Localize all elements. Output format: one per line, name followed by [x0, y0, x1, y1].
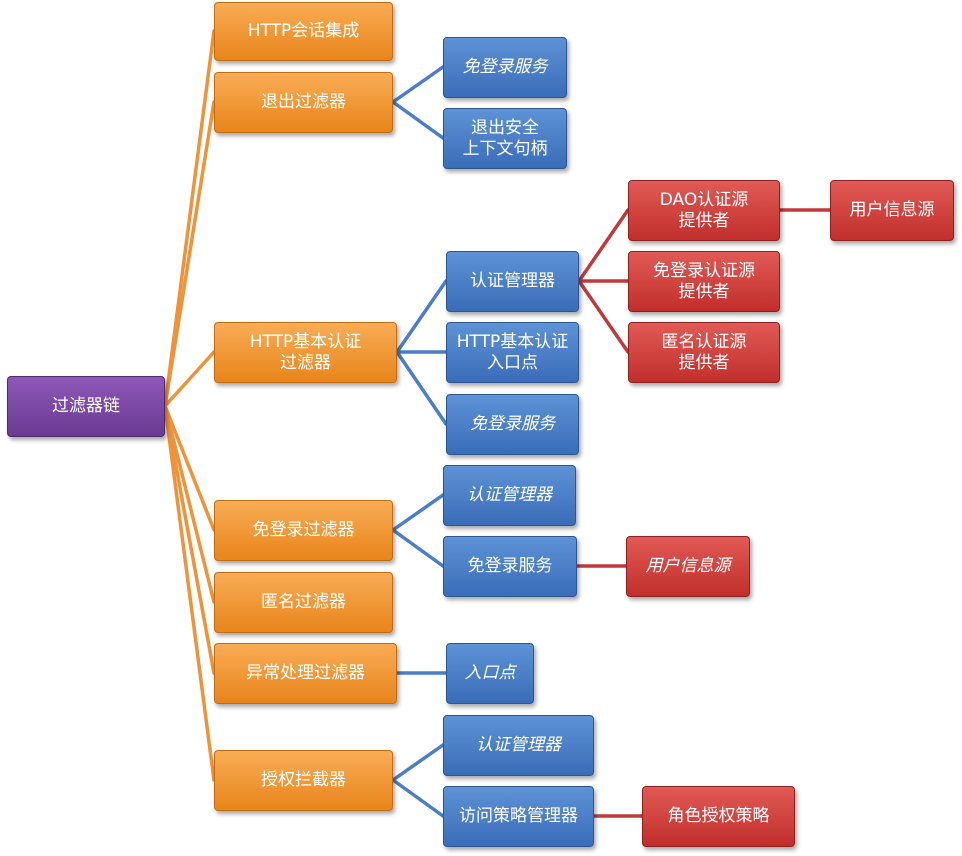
node-label: HTTP基本认证 入口点: [456, 331, 569, 373]
node-label: 免登录服务: [467, 556, 553, 576]
node-remember-me-auth-provider[interactable]: 免登录认证源 提供者: [628, 251, 780, 312]
node-label: 免登录服务: [462, 57, 548, 77]
node-label: 退出安全 上下文句柄: [462, 117, 548, 159]
node-label: 认证管理器: [476, 735, 561, 755]
node-dao-user-details-service[interactable]: 用户信息源: [830, 180, 954, 241]
provider-connectors: [575, 208, 832, 818]
node-basic-auth-manager[interactable]: 认证管理器: [446, 251, 579, 312]
node-label: 免登录服务: [470, 414, 555, 434]
node-label: 匿名认证源 提供者: [661, 331, 747, 373]
node-label: HTTP基本认证 过滤器: [249, 331, 362, 373]
node-remember-me-auth-manager[interactable]: 认证管理器: [443, 465, 576, 526]
node-label: HTTP会话集成: [247, 21, 360, 41]
node-label: 免登录认证源 提供者: [653, 260, 755, 302]
node-label: 匿名过滤器: [261, 592, 346, 612]
node-role-voter[interactable]: 角色授权策略: [642, 786, 795, 847]
node-remember-me-user-details-service[interactable]: 用户信息源: [626, 536, 750, 597]
node-label: 用户信息源: [645, 556, 731, 576]
node-logout-remember-me-service[interactable]: 免登录服务: [443, 37, 567, 98]
node-authorization-interceptor[interactable]: 授权拦截器: [214, 750, 393, 811]
node-label: DAO认证源 提供者: [659, 189, 749, 231]
node-remember-me-filter[interactable]: 免登录过滤器: [214, 500, 393, 561]
node-label: 异常处理过滤器: [246, 663, 365, 683]
node-label: 访问策略管理器: [459, 806, 578, 826]
node-security-context-logout-handler[interactable]: 退出安全 上下文句柄: [443, 108, 567, 169]
node-access-decision-manager[interactable]: 访问策略管理器: [443, 786, 594, 847]
node-label: 授权拦截器: [261, 770, 346, 790]
node-filter-chain[interactable]: 过滤器链: [7, 376, 165, 437]
node-label: 角色授权策略: [667, 806, 770, 826]
node-authz-auth-manager[interactable]: 认证管理器: [443, 715, 594, 776]
filter-connectors: [391, 65, 448, 818]
node-label: 过滤器链: [52, 396, 120, 416]
node-basic-remember-me-service[interactable]: 免登录服务: [446, 394, 579, 455]
node-anonymous-auth-provider[interactable]: 匿名认证源 提供者: [628, 322, 780, 383]
node-basic-auth-entry-point[interactable]: HTTP基本认证 入口点: [446, 322, 579, 383]
node-label: 退出过滤器: [261, 92, 346, 112]
node-label: 认证管理器: [467, 485, 552, 505]
node-label: 用户信息源: [849, 200, 935, 220]
node-exception-translation-filter[interactable]: 异常处理过滤器: [214, 643, 397, 704]
node-exception-entry-point[interactable]: 入口点: [446, 643, 534, 704]
node-basic-auth-filter[interactable]: HTTP基本认证 过滤器: [214, 322, 397, 383]
node-anonymous-filter[interactable]: 匿名过滤器: [214, 572, 393, 633]
node-remember-me-service[interactable]: 免登录服务: [443, 536, 577, 597]
root-connectors: [163, 29, 216, 782]
node-http-session-integration-filter[interactable]: HTTP会话集成: [214, 2, 393, 61]
node-dao-auth-provider[interactable]: DAO认证源 提供者: [628, 180, 780, 241]
node-logout-filter[interactable]: 退出过滤器: [214, 72, 393, 133]
node-label: 免登录过滤器: [252, 520, 355, 540]
node-label: 入口点: [464, 663, 516, 683]
node-label: 认证管理器: [470, 271, 555, 291]
